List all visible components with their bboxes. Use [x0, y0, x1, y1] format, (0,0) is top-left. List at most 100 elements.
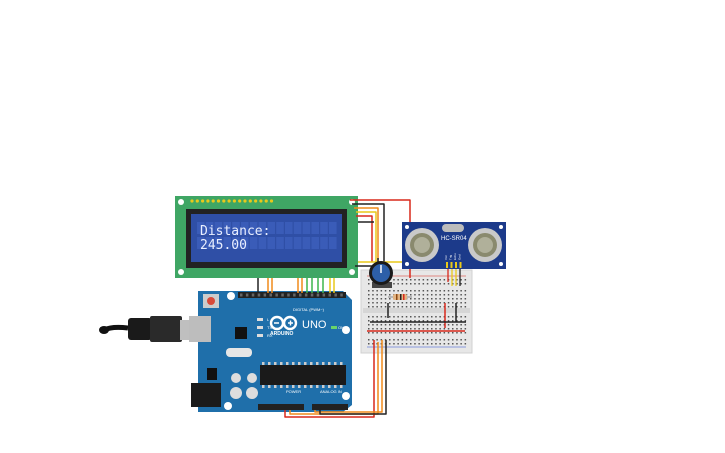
breadboard-hole[interactable]: [460, 320, 462, 322]
breadboard-hole[interactable]: [456, 332, 458, 334]
breadboard-hole[interactable]: [401, 332, 404, 334]
breadboard-hole[interactable]: [389, 302, 391, 304]
breadboard-hole[interactable]: [435, 302, 437, 304]
breadboard-hole[interactable]: [418, 279, 420, 281]
breadboard-hole[interactable]: [439, 294, 441, 296]
breadboard-hole[interactable]: [460, 324, 462, 326]
breadboard-hole[interactable]: [376, 290, 378, 292]
breadboard-hole[interactable]: [452, 332, 454, 334]
breadboard-hole[interactable]: [422, 298, 425, 300]
breadboard-hole[interactable]: [464, 316, 467, 318]
breadboard-hole[interactable]: [414, 332, 416, 334]
breadboard-hole[interactable]: [410, 332, 412, 334]
breadboard-hole[interactable]: [426, 279, 429, 281]
breadboard-hole[interactable]: [368, 328, 370, 330]
breadboard-hole[interactable]: [456, 302, 458, 304]
breadboard-hole[interactable]: [368, 279, 370, 281]
breadboard-hole[interactable]: [426, 324, 429, 326]
breadboard-hole[interactable]: [410, 279, 412, 281]
breadboard-hole[interactable]: [372, 324, 374, 326]
breadboard-hole[interactable]: [435, 320, 437, 322]
breadboard-hole[interactable]: [422, 328, 425, 330]
breadboard-hole[interactable]: [405, 343, 408, 345]
breadboard-hole[interactable]: [422, 279, 425, 281]
breadboard-hole[interactable]: [452, 343, 454, 345]
breadboard-hole[interactable]: [460, 332, 462, 334]
breadboard-hole[interactable]: [456, 328, 458, 330]
breadboard-hole[interactable]: [460, 306, 462, 308]
breadboard-hole[interactable]: [384, 316, 387, 318]
breadboard-hole[interactable]: [447, 290, 450, 292]
breadboard-hole[interactable]: [452, 298, 454, 300]
header-pin[interactable]: [269, 293, 273, 297]
breadboard-hole[interactable]: [443, 294, 446, 296]
breadboard-hole[interactable]: [376, 316, 378, 318]
breadboard-hole[interactable]: [464, 339, 467, 341]
breadboard-hole[interactable]: [376, 324, 378, 326]
breadboard-hole[interactable]: [447, 294, 450, 296]
breadboard-hole[interactable]: [401, 279, 404, 281]
breadboard-hole[interactable]: [368, 332, 370, 334]
breadboard-hole[interactable]: [418, 328, 420, 330]
breadboard-hole[interactable]: [431, 298, 433, 300]
breadboard-hole[interactable]: [384, 332, 387, 334]
breadboard-hole[interactable]: [401, 320, 404, 322]
breadboard-hole[interactable]: [401, 316, 404, 318]
breadboard-hole[interactable]: [439, 343, 441, 345]
breadboard-hole[interactable]: [418, 324, 420, 326]
breadboard-hole[interactable]: [393, 343, 395, 345]
header-pin[interactable]: [334, 293, 337, 297]
breadboard-hole[interactable]: [435, 339, 437, 341]
breadboard-hole[interactable]: [460, 283, 462, 285]
breadboard-hole[interactable]: [397, 279, 399, 281]
breadboard-hole[interactable]: [435, 324, 437, 326]
breadboard-hole[interactable]: [418, 302, 420, 304]
header-pin[interactable]: [251, 293, 255, 297]
breadboard-hole[interactable]: [410, 306, 412, 308]
breadboard-hole[interactable]: [414, 343, 416, 345]
breadboard-hole[interactable]: [384, 324, 387, 326]
breadboard-hole[interactable]: [426, 339, 429, 341]
breadboard-hole[interactable]: [368, 302, 370, 304]
breadboard-hole[interactable]: [397, 339, 399, 341]
breadboard-hole[interactable]: [447, 302, 450, 304]
breadboard-hole[interactable]: [452, 320, 454, 322]
header-pin[interactable]: [287, 293, 290, 297]
breadboard-hole[interactable]: [410, 339, 412, 341]
breadboard-hole[interactable]: [447, 343, 450, 345]
resistor[interactable]: [388, 294, 412, 300]
lcd-display[interactable]: Distance: 245.00: [175, 196, 358, 278]
breadboard-hole[interactable]: [376, 302, 378, 304]
breadboard-hole[interactable]: [452, 279, 454, 281]
breadboard-hole[interactable]: [426, 306, 429, 308]
breadboard-hole[interactable]: [456, 343, 458, 345]
breadboard-hole[interactable]: [393, 332, 395, 334]
breadboard-hole[interactable]: [368, 316, 370, 318]
breadboard-hole[interactable]: [435, 290, 437, 292]
breadboard-hole[interactable]: [435, 283, 437, 285]
breadboard-hole[interactable]: [372, 290, 374, 292]
breadboard-hole[interactable]: [372, 294, 374, 296]
breadboard-hole[interactable]: [443, 343, 446, 345]
breadboard-hole[interactable]: [368, 324, 370, 326]
breadboard-hole[interactable]: [443, 279, 446, 281]
header-pin[interactable]: [328, 293, 332, 297]
breadboard-hole[interactable]: [422, 332, 425, 334]
header-pin[interactable]: [281, 293, 284, 297]
breadboard-hole[interactable]: [368, 298, 370, 300]
breadboard-hole[interactable]: [422, 290, 425, 292]
breadboard-hole[interactable]: [372, 328, 374, 330]
breadboard-hole[interactable]: [464, 328, 467, 330]
breadboard-hole[interactable]: [372, 332, 374, 334]
breadboard-hole[interactable]: [439, 328, 441, 330]
breadboard-hole[interactable]: [376, 294, 378, 296]
breadboard-hole[interactable]: [414, 294, 416, 296]
breadboard-hole[interactable]: [380, 306, 383, 308]
breadboard-hole[interactable]: [431, 339, 433, 341]
breadboard-hole[interactable]: [368, 290, 370, 292]
breadboard-hole[interactable]: [452, 290, 454, 292]
breadboard-hole[interactable]: [389, 339, 391, 341]
breadboard-hole[interactable]: [452, 316, 454, 318]
breadboard-hole[interactable]: [435, 294, 437, 296]
breadboard-hole[interactable]: [368, 320, 370, 322]
